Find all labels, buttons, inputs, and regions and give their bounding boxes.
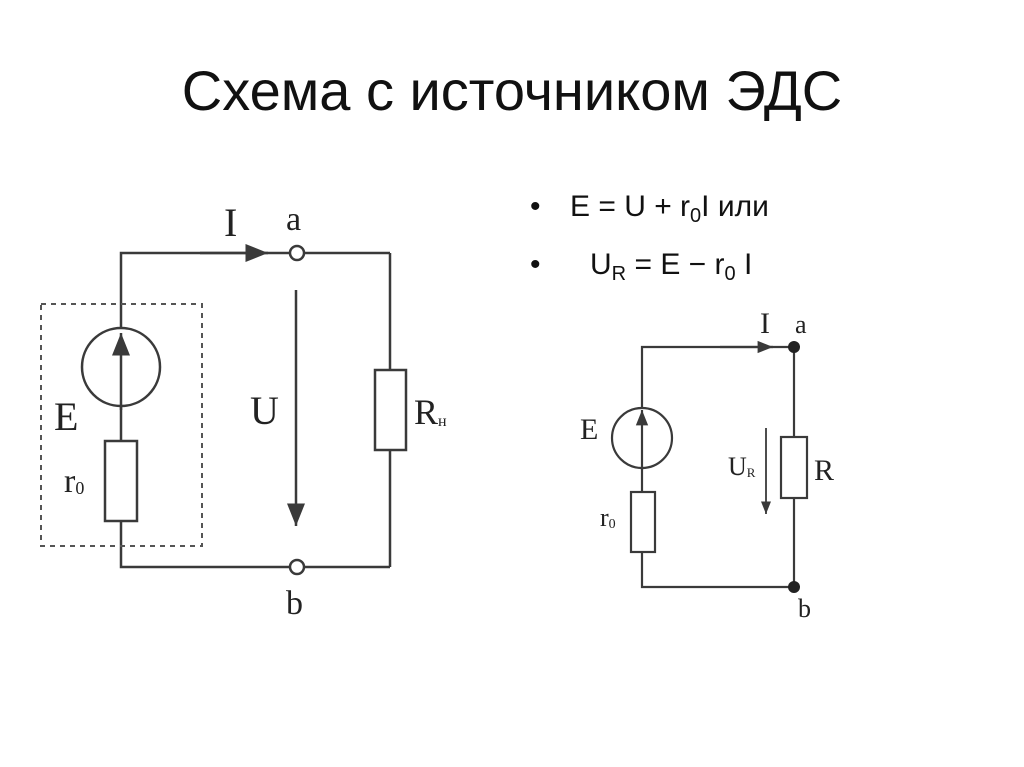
formula-emf-balance: E = U + r0I или — [570, 190, 769, 227]
right-internal-resistance-label: r0 — [600, 503, 616, 532]
left-terminal-b — [288, 558, 306, 576]
right-current-label: I — [760, 307, 770, 340]
bullet-marker: • — [530, 248, 541, 281]
left-internal-resistor — [103, 439, 139, 523]
left-internal-resistance-label: r0 — [64, 463, 84, 500]
slide-title: Схема с источником ЭДС — [181, 59, 843, 122]
right-internal-resistor — [629, 490, 657, 554]
right-node-a-dot — [788, 341, 800, 353]
right-voltage-label: UR — [728, 452, 756, 481]
right-source-label: E — [580, 413, 598, 446]
left-node-a: a — [286, 201, 301, 238]
right-load-resistor — [779, 435, 809, 500]
right-node-b: b — [798, 594, 811, 623]
left-terminal-a — [288, 244, 306, 262]
left-load-label: Rн — [414, 392, 447, 432]
left-node-b: b — [286, 585, 303, 622]
left-current-label: I — [224, 200, 237, 245]
right-load-label: R — [814, 454, 834, 487]
left-source-box — [40, 303, 203, 547]
left-bottom-wire — [119, 521, 289, 569]
left-load-resistor — [373, 368, 408, 452]
right-node-b-dot — [788, 581, 800, 593]
right-top-wire — [640, 345, 793, 411]
right-circuit — [610, 340, 809, 589]
left-top-wire — [119, 251, 289, 330]
right-node-a: a — [795, 310, 807, 339]
bullet-marker: • — [530, 190, 541, 223]
left-circuit — [40, 244, 408, 576]
right-bottom-wire — [640, 552, 794, 589]
formula-load-voltage: UR = E − r0 I — [590, 248, 753, 285]
left-source-label: E — [54, 394, 78, 439]
left-voltage-label: U — [250, 388, 279, 433]
